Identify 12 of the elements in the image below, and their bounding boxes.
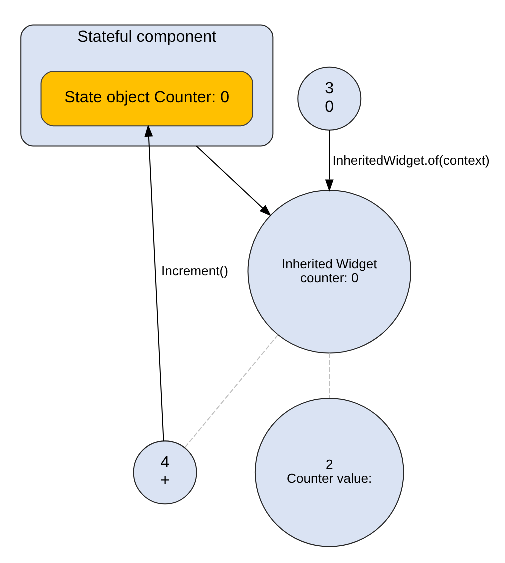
- arrow: [196, 145, 272, 216]
- node-circle: 4 +: [132, 440, 197, 504]
- node-circle: Inherited Widget counter: 0: [247, 189, 412, 354]
- node-circle: 3 0: [297, 66, 362, 130]
- connector: [184, 334, 278, 448]
- edge-label: Increment(): [161, 262, 228, 278]
- connector: [328, 352, 330, 398]
- arrow: [324, 130, 334, 192]
- edge-label: InheritedWidget.of(context): [332, 152, 490, 168]
- node-box: State object Counter: 0: [40, 70, 253, 126]
- arrow: [144, 124, 164, 441]
- node-circle: 2 Counter value:: [254, 397, 404, 547]
